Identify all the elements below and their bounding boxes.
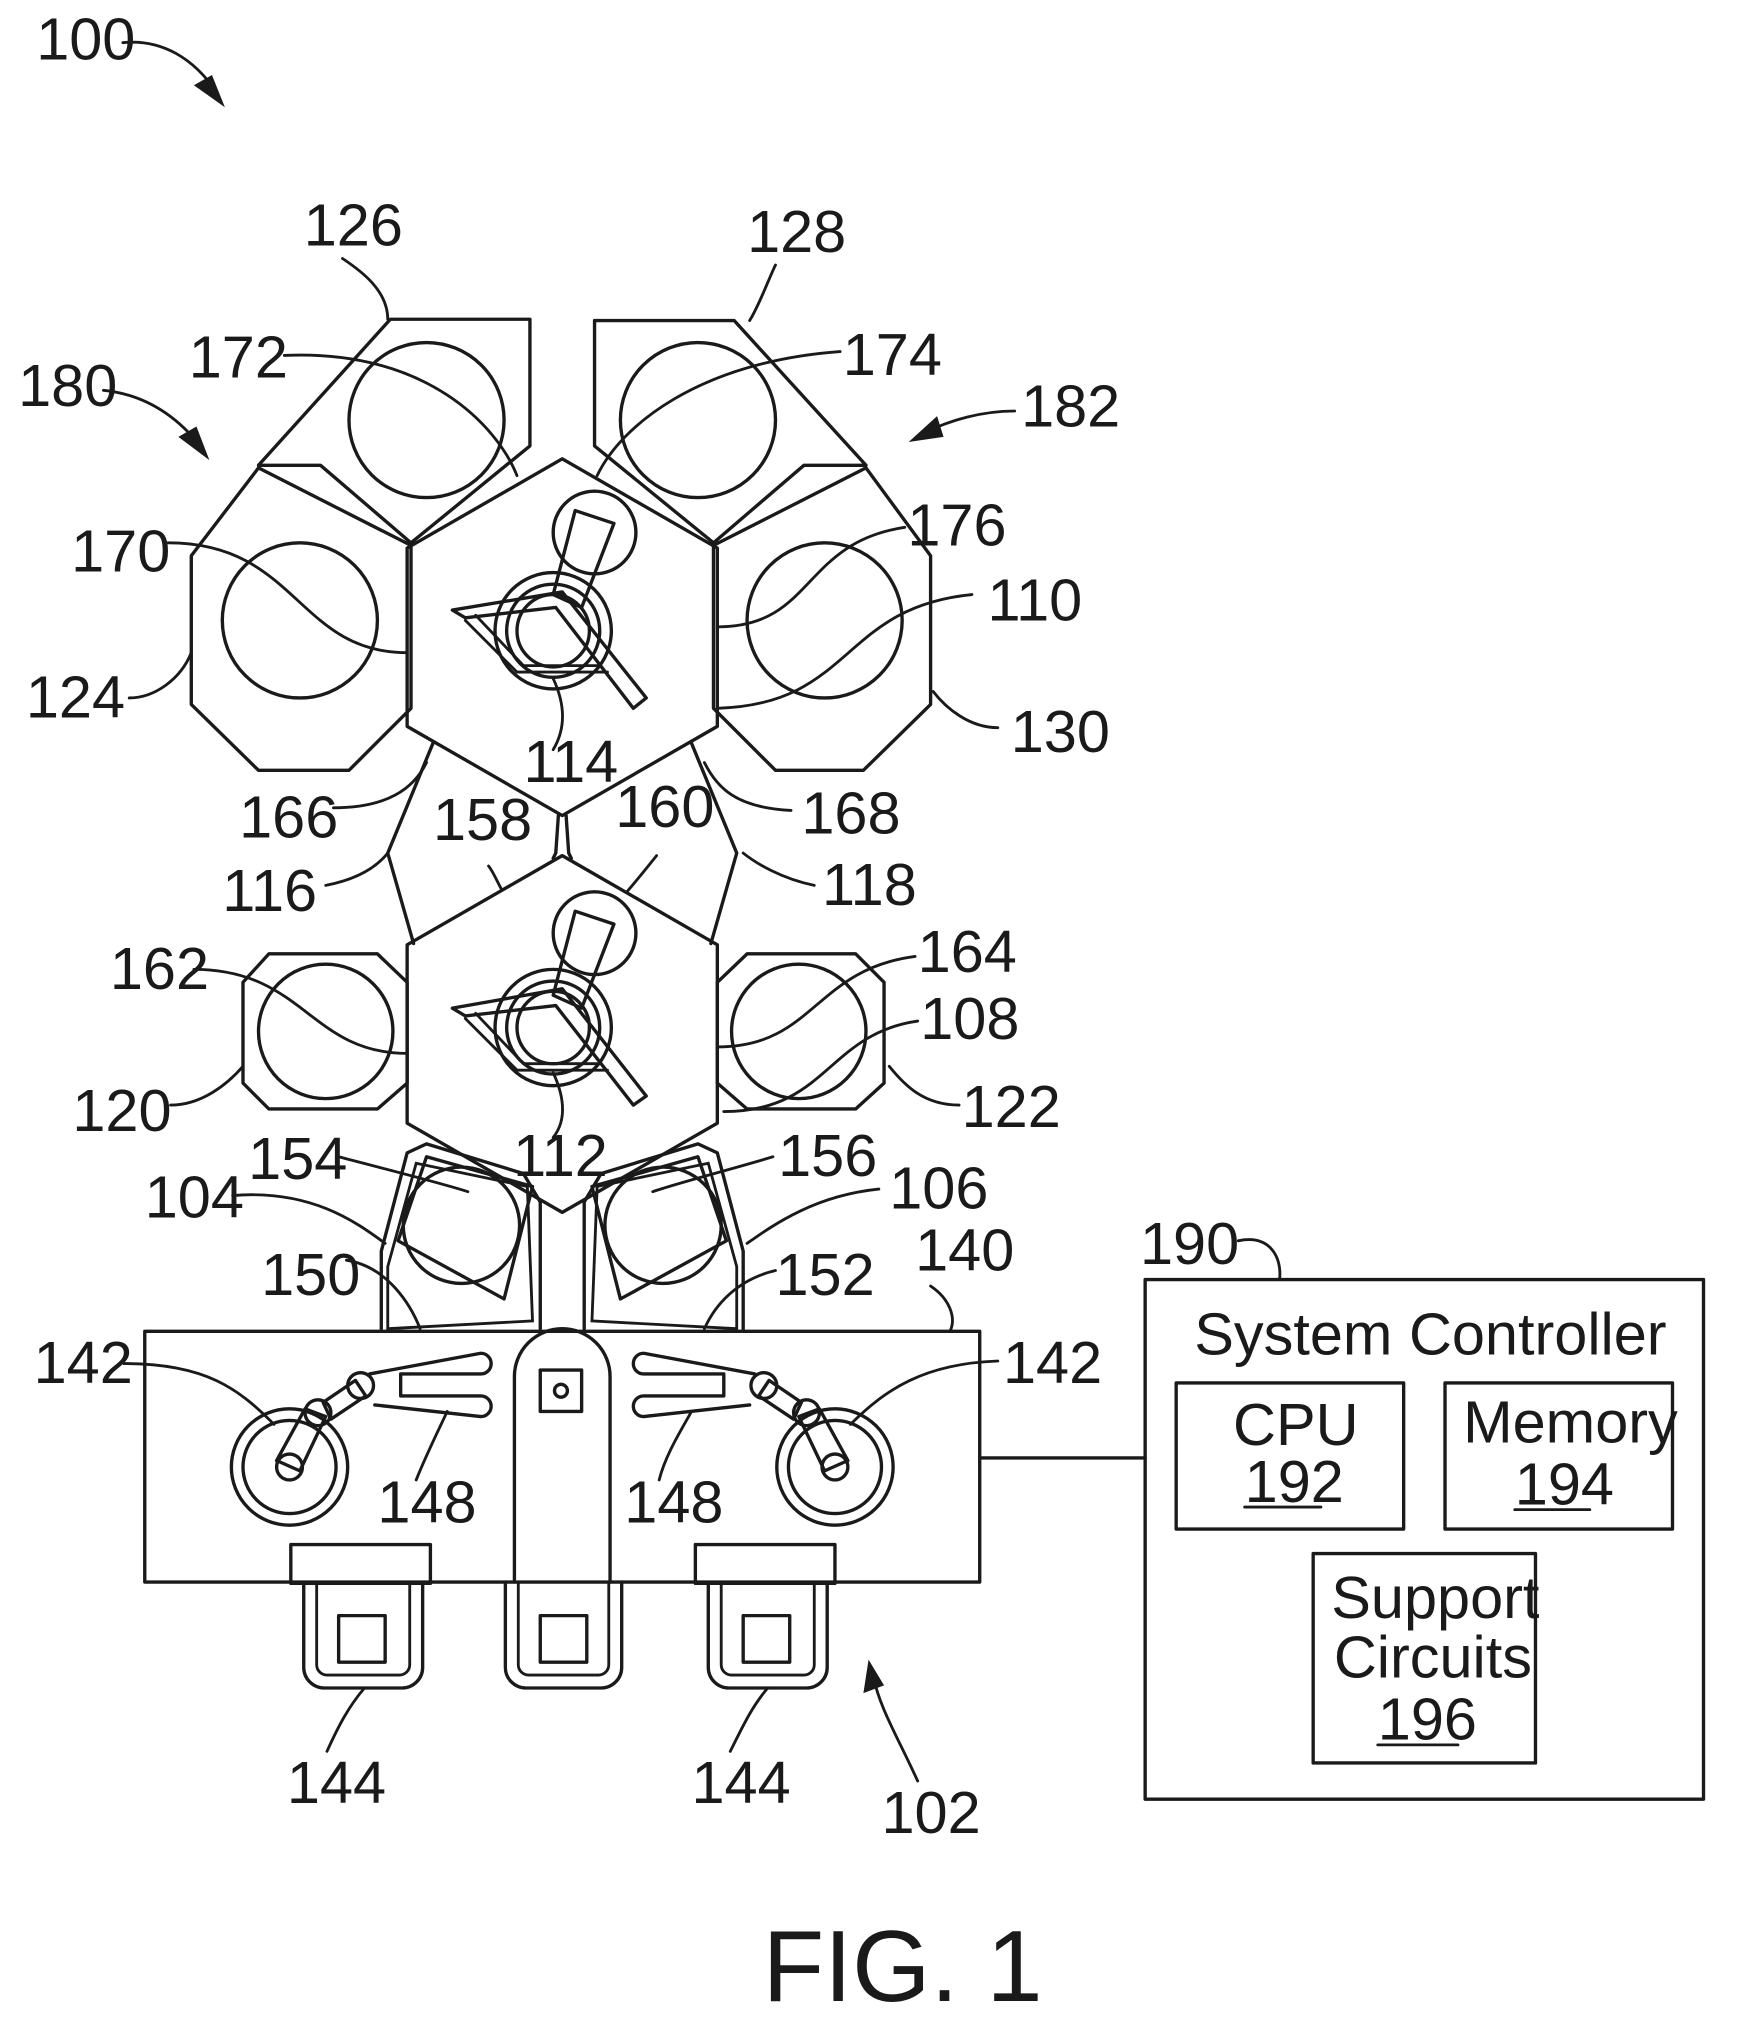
label-116: 116 [222, 857, 317, 924]
ref-arrow-180 [103, 390, 209, 460]
label-126: 126 [304, 192, 403, 259]
label-110: 110 [987, 566, 1082, 633]
label-106: 106 [889, 1154, 988, 1221]
support-line2: Circuits [1334, 1624, 1532, 1691]
label-150: 150 [261, 1241, 360, 1308]
label-180: 180 [18, 352, 117, 419]
label-190: 190 [1140, 1210, 1239, 1277]
label-158: 158 [433, 786, 532, 853]
label-144-right: 144 [691, 1749, 790, 1816]
label-130: 130 [1011, 698, 1110, 765]
label-112: 112 [513, 1122, 608, 1189]
label-174: 174 [843, 321, 942, 388]
label-128: 128 [747, 198, 846, 265]
label-122: 122 [962, 1073, 1061, 1140]
chamber-122 [717, 954, 884, 1109]
label-152: 152 [776, 1241, 875, 1308]
system-controller-title: System Controller [1194, 1301, 1666, 1368]
memory-label: Memory [1463, 1388, 1678, 1455]
label-124: 124 [26, 663, 125, 730]
load-port-left [291, 1545, 431, 1688]
label-140: 140 [915, 1217, 1014, 1284]
label-142-right: 142 [1003, 1329, 1102, 1396]
label-154: 154 [248, 1125, 347, 1192]
label-164: 164 [918, 918, 1017, 985]
ref-arrow-102 [863, 1660, 917, 1781]
label-166: 166 [239, 784, 338, 851]
figure-caption: FIG. 1 [763, 1911, 1043, 2023]
label-182: 182 [1021, 373, 1120, 440]
label-118: 118 [822, 851, 917, 918]
support-line1: Support [1331, 1564, 1540, 1631]
memory-ref: 194 [1515, 1450, 1614, 1517]
factory-interface-140 [145, 1329, 980, 1582]
label-162: 162 [110, 935, 209, 1002]
label-104: 104 [145, 1164, 244, 1231]
ref-arrow-100 [123, 42, 225, 107]
label-172: 172 [189, 323, 288, 390]
label-148-left: 148 [377, 1469, 476, 1536]
label-160: 160 [615, 773, 714, 840]
label-108: 108 [920, 985, 1019, 1052]
load-port-center [505, 1582, 621, 1688]
label-148-right: 148 [624, 1469, 723, 1536]
label-144-left: 144 [287, 1749, 386, 1816]
cpu-ref: 192 [1245, 1448, 1344, 1515]
support-ref: 196 [1378, 1686, 1477, 1753]
label-170: 170 [71, 517, 170, 584]
label-102: 102 [881, 1779, 980, 1846]
label-100: 100 [36, 5, 135, 72]
load-port-right [695, 1545, 835, 1688]
chamber-120 [243, 954, 407, 1109]
label-168: 168 [801, 780, 900, 847]
ref-arrow-182 [909, 411, 1015, 442]
label-156: 156 [778, 1122, 877, 1189]
label-120: 120 [72, 1077, 171, 1144]
label-114: 114 [523, 728, 618, 795]
label-142-left: 142 [34, 1329, 133, 1396]
label-176: 176 [907, 491, 1006, 558]
